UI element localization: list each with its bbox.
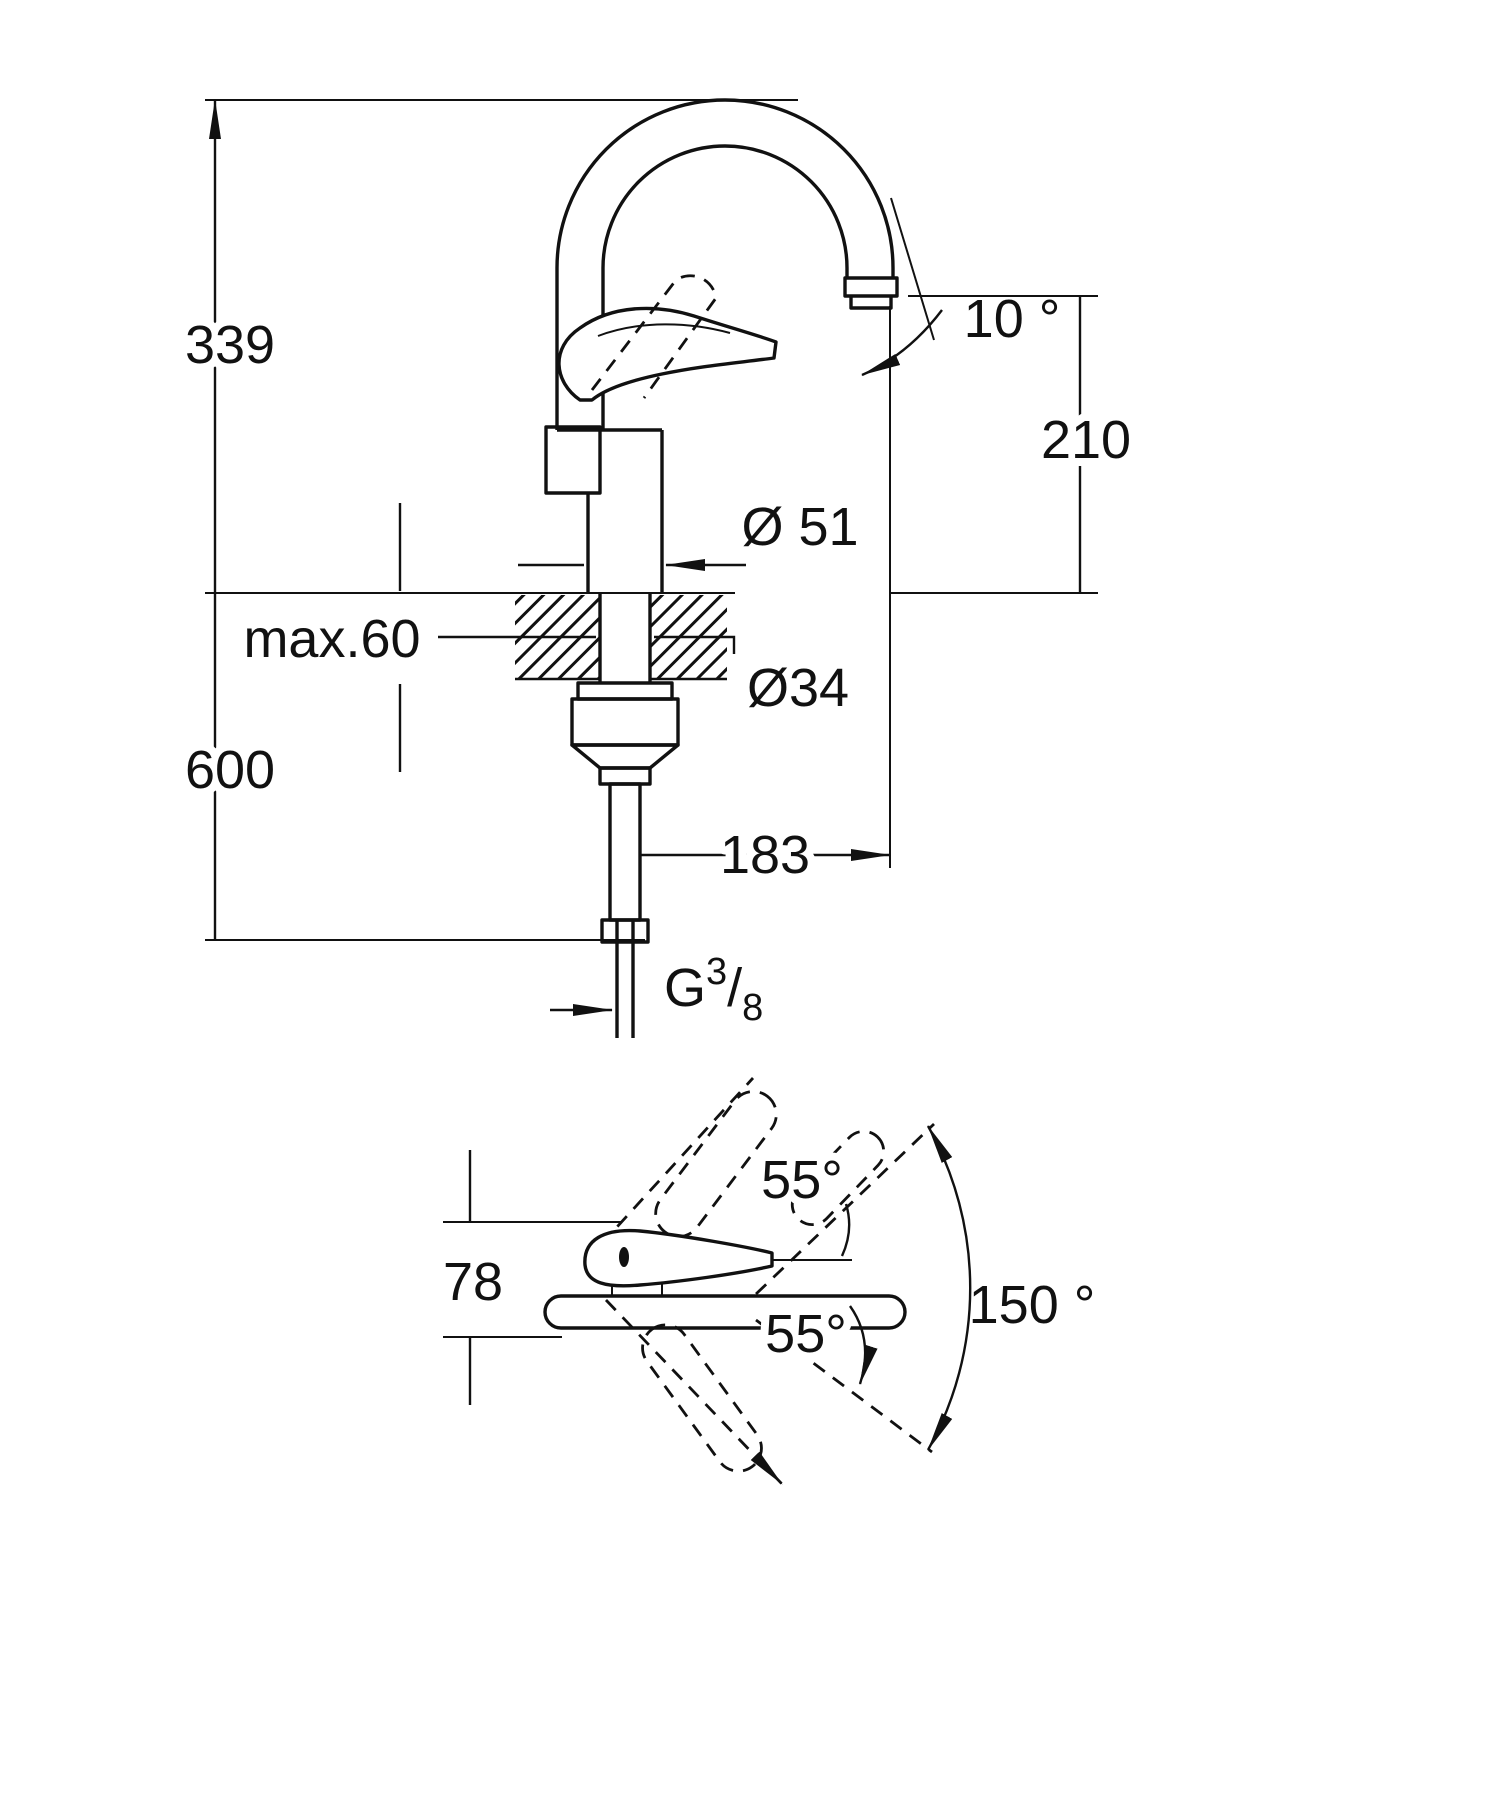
arrow-leaders-start xyxy=(654,565,746,654)
body-side-detail xyxy=(544,425,602,495)
lever-contour xyxy=(597,323,731,337)
spout-angle-line xyxy=(890,197,935,341)
label-600: 600 xyxy=(185,740,275,800)
hose-nut xyxy=(600,918,650,944)
label-55deg-up: 55° xyxy=(761,1150,843,1210)
label-dia51: Ø 51 xyxy=(741,497,858,557)
handle-swivel-axes xyxy=(583,1077,782,1484)
label-150deg: 150 ° xyxy=(969,1275,1096,1335)
label-78: 78 xyxy=(443,1252,503,1312)
swivel-arc xyxy=(926,1125,972,1451)
arrow-leaders-end xyxy=(398,503,612,1010)
spout-position-dashed xyxy=(790,1129,886,1227)
top-reference-lines xyxy=(443,1221,852,1338)
dimension-lines xyxy=(215,100,1082,940)
label-339: 339 xyxy=(185,315,275,375)
top-view: 78 55° 55° 150 ° xyxy=(435,1077,1096,1484)
spout-outline xyxy=(555,98,895,430)
supply-tube xyxy=(615,942,635,1038)
front-view: 339 600 210 10 ° Ø 51 max.60 Ø34 183 G3/… xyxy=(185,98,1139,1038)
body-outline xyxy=(557,428,664,683)
label-55deg-down: 55° xyxy=(765,1304,847,1364)
handle-indicator-dot xyxy=(619,1247,629,1267)
top-arrow-leaders xyxy=(468,1150,865,1405)
aerator-outline xyxy=(843,276,899,310)
handle-side-profile xyxy=(583,1228,774,1288)
spout-angle-arrow xyxy=(861,309,943,377)
label-183: 183 xyxy=(720,825,810,885)
base-profile xyxy=(543,1294,907,1330)
label-10deg: 10 ° xyxy=(964,289,1061,349)
label-dia34: Ø34 xyxy=(747,658,849,718)
label-210: 210 xyxy=(1041,410,1131,470)
handle-position-up-dashed xyxy=(654,1090,778,1238)
label-max60: max.60 xyxy=(243,609,420,669)
handle-neck-lines xyxy=(611,1284,663,1296)
label-thread-g38: G3/8 xyxy=(664,951,763,1029)
